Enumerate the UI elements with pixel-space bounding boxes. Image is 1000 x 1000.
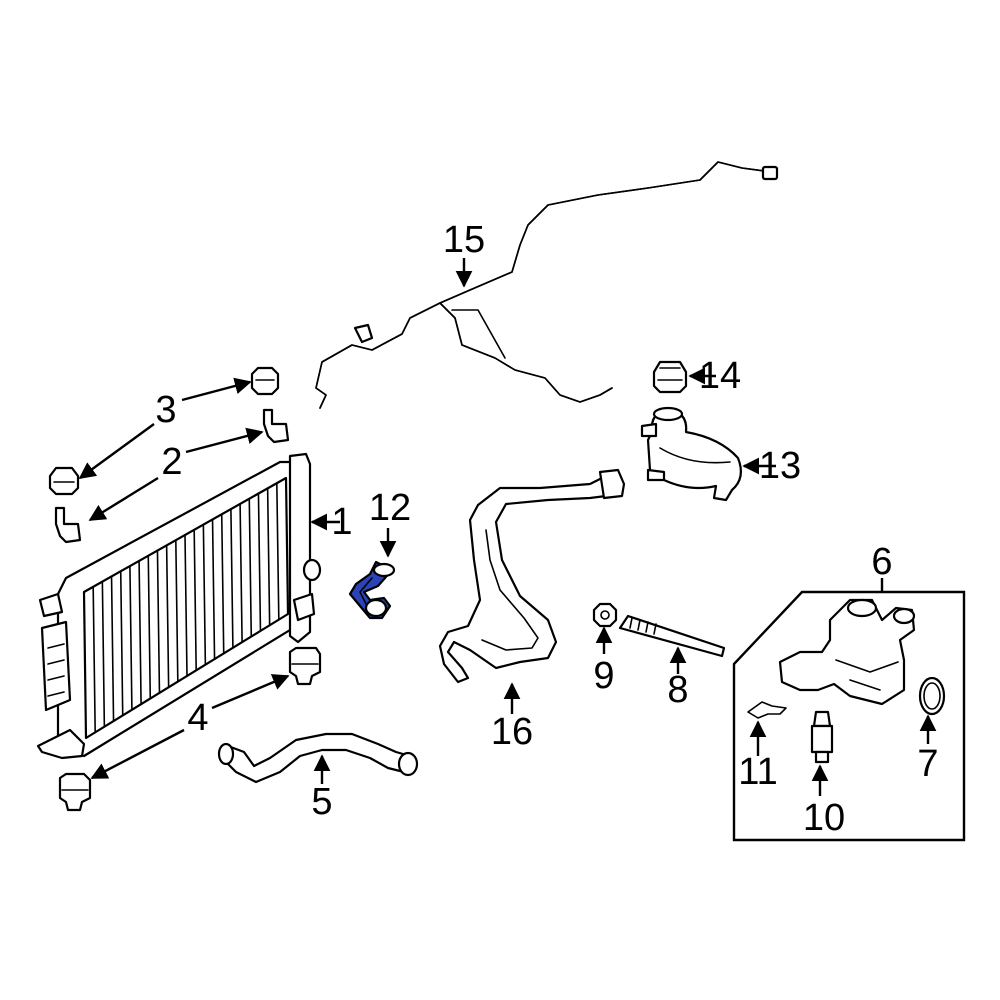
nut-part-9[interactable]	[592, 602, 618, 628]
callout-15: 15	[443, 219, 485, 261]
radiator-fin	[202, 523, 207, 666]
callout-12: 12	[369, 487, 411, 529]
o-ring-part-7[interactable]	[918, 676, 946, 716]
lower-mount-part-4[interactable]	[58, 772, 92, 812]
thermostat-housing-part-6[interactable]	[732, 590, 966, 842]
radiator-fin	[239, 503, 243, 643]
radiator-fin	[257, 492, 262, 632]
callout-5: 5	[311, 781, 332, 823]
callout-8: 8	[667, 669, 688, 711]
radiator-fin	[175, 539, 179, 683]
radiator-fin	[266, 487, 271, 627]
radiator-fin	[165, 544, 170, 689]
coolant-hose-part-12[interactable]	[348, 560, 396, 620]
stud-part-8[interactable]	[618, 614, 726, 658]
radiator-fin	[184, 534, 188, 677]
lower-hose-part-5[interactable]	[217, 732, 419, 784]
radiator-fin	[129, 565, 133, 711]
coolant-reservoir-part-13[interactable]	[640, 406, 743, 502]
upper-bushing-part-3[interactable]	[250, 366, 280, 396]
callout-7: 7	[917, 743, 938, 785]
callout-16: 16	[491, 711, 533, 753]
radiator-fin	[138, 560, 142, 705]
radiator-fin	[156, 549, 161, 694]
callout-4: 4	[187, 697, 208, 739]
radiator-fin	[230, 508, 234, 649]
radiator-fin	[110, 575, 115, 722]
callout-3: 3	[155, 389, 176, 431]
reservoir-cap-part-14[interactable]	[652, 360, 688, 394]
callout-13: 13	[759, 445, 801, 487]
hose-assembly-part-16[interactable]	[438, 468, 626, 684]
temperature-sensor-part-10[interactable]	[810, 710, 834, 764]
radiator-fin	[119, 570, 124, 717]
callout-6: 6	[871, 541, 892, 583]
upper-mount-part-4[interactable]	[288, 646, 322, 686]
callout-labels: 1 2 3 4 5 6 7 8 9 10 11 12 13 14 15 16	[155, 219, 938, 839]
callout-2: 2	[161, 441, 182, 483]
callout-10: 10	[803, 797, 845, 839]
radiator-fin	[147, 554, 152, 700]
callout-11: 11	[738, 751, 777, 793]
callout-1: 1	[331, 501, 352, 543]
wiring-harness-part-15[interactable]	[315, 161, 779, 409]
callout-9: 9	[593, 655, 614, 697]
radiator-fin	[276, 482, 280, 621]
radiator-fin	[220, 513, 225, 655]
radiator-fin	[193, 529, 197, 672]
lower-bracket-part-2[interactable]	[54, 506, 82, 544]
radiator-fin	[211, 518, 216, 660]
callout-14: 14	[699, 355, 741, 397]
clip-part-11[interactable]	[747, 701, 787, 719]
leader-lines	[78, 258, 937, 796]
lower-bushing-part-3[interactable]	[48, 466, 80, 496]
radiator-fin	[92, 586, 96, 734]
radiator-fin	[248, 497, 253, 638]
upper-bracket-part-2[interactable]	[262, 408, 290, 444]
radiator-fin	[101, 580, 106, 728]
radiator-part-1[interactable]	[36, 452, 322, 760]
